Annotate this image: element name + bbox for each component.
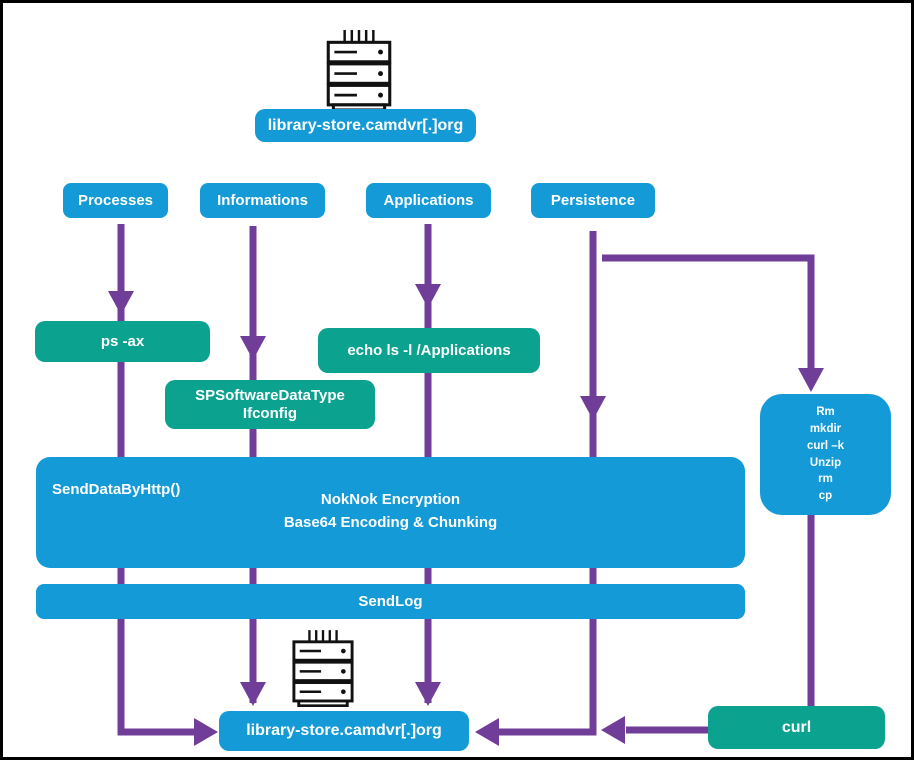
persistence-cmd: mkdir — [809, 423, 842, 436]
encryption-processing-box: SendDataByHttp() NokNok Encryption Base6… — [36, 457, 745, 568]
command-echo-ls: echo ls -l /Applications — [318, 328, 540, 373]
c2-domain-top: library-store.camdvr[.]org — [255, 109, 476, 142]
c2-domain-bottom: library-store.camdvr[.]org — [219, 711, 469, 751]
command-spsoftware: SPSoftwareDataType Ifconfig — [165, 380, 375, 429]
persistence-cmd: curl –k — [806, 439, 845, 452]
encryption-line2: Base64 Encoding & Chunking — [283, 513, 498, 531]
category-processes: Processes — [63, 183, 168, 218]
server-icon — [292, 630, 354, 707]
category-informations: Informations — [200, 183, 325, 218]
encryption-line1: NokNok Encryption — [320, 491, 461, 508]
command-spsoftware-line1: SPSoftwareDataType — [195, 386, 345, 404]
category-applications: Applications — [366, 183, 491, 218]
connector-arrows — [108, 224, 824, 746]
arrow-persistence-flow — [475, 231, 606, 746]
persistence-cmd: Unzip — [809, 456, 842, 469]
arrow-persistence-branch — [602, 254, 824, 392]
command-ps-ax: ps -ax — [35, 321, 210, 362]
persistence-cmd: rm — [818, 473, 833, 486]
persistence-cmd: Rm — [816, 406, 835, 419]
category-persistence: Persistence — [531, 183, 655, 218]
persistence-command-list: Rm mkdir curl –k Unzip rm cp — [760, 394, 891, 515]
command-spsoftware-line2: Ifconfig — [242, 404, 298, 422]
arrow-processes-flow — [108, 224, 218, 746]
sendlog-bar: SendLog — [36, 584, 745, 619]
send-data-by-http-label: SendDataByHttp() — [52, 481, 181, 498]
server-icon — [326, 30, 392, 111]
arrow-curl-exfil — [601, 716, 709, 744]
command-curl: curl — [708, 706, 885, 749]
encryption-label: NokNok Encryption Base64 Encoding & Chun… — [36, 489, 745, 534]
persistence-cmd: cp — [818, 489, 833, 502]
